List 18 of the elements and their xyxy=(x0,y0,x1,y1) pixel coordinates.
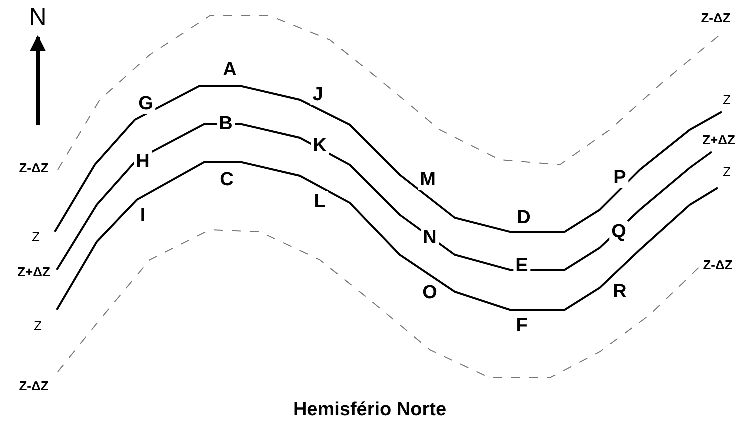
contour-value-label: Z+ΔZ xyxy=(18,266,50,278)
point-label: J xyxy=(310,84,326,106)
point-label: G xyxy=(136,94,156,114)
point-label: Q xyxy=(610,222,628,242)
point-label: K xyxy=(311,136,329,156)
contour-value-label: Z-ΔZ xyxy=(701,12,731,24)
contour-value-label: Z xyxy=(32,230,40,244)
north-label: N xyxy=(29,6,47,30)
contour-value-label: Z-ΔZ xyxy=(703,258,733,272)
caption: Hemisfério Norte xyxy=(293,400,447,420)
point-label: P xyxy=(612,168,628,188)
contour-value-label: Z+ΔZ xyxy=(702,134,736,146)
contour-value-label: Z xyxy=(723,166,731,178)
contour-value-label: Z-ΔZ xyxy=(19,162,49,174)
contour-value-label: Z xyxy=(723,94,731,106)
contour-value-label: Z xyxy=(34,320,42,332)
contour-value-label: Z-ΔZ xyxy=(19,380,49,392)
point-label: M xyxy=(418,170,438,190)
